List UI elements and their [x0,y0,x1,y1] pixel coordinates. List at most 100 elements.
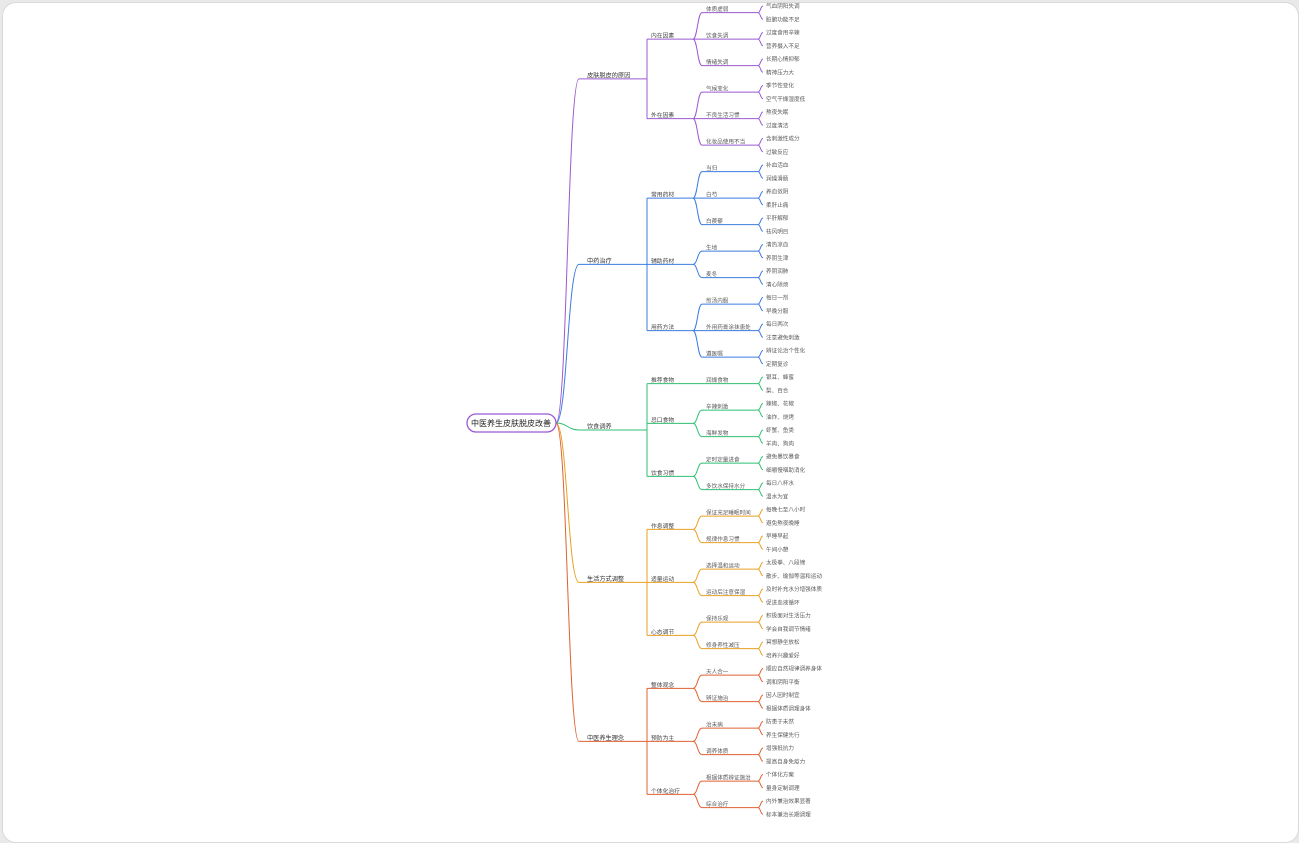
leaf-node[interactable]: 避免熬夜晚睡 [766,519,800,527]
leaf-node[interactable]: 每日两次 [766,320,789,328]
leaf-node[interactable]: 调和阴阳平衡 [766,678,800,686]
subtopic-node[interactable]: 遵医嘱 [706,350,723,358]
branch-node[interactable]: 中药治疗 [587,257,612,265]
topic-node[interactable]: 用药方法 [651,323,674,331]
subtopic-node[interactable]: 气候变化 [706,85,729,93]
topic-node[interactable]: 适量运动 [651,575,674,583]
subtopic-node[interactable]: 保持乐观 [706,615,729,623]
leaf-node[interactable]: 平肝解郁 [766,214,789,222]
leaf-node[interactable]: 量身定制调理 [766,784,800,792]
leaf-node[interactable]: 脏腑功能不足 [766,15,800,23]
leaf-node[interactable]: 养阴生津 [766,254,789,262]
leaf-node[interactable]: 熬夜失眠 [766,108,789,116]
leaf-node[interactable]: 根据体质调理身体 [766,704,811,712]
topic-node[interactable]: 外在因素 [651,111,674,119]
subtopic-node[interactable]: 外用药膏涂抹患处 [706,323,751,331]
leaf-node[interactable]: 培养兴趣爱好 [766,651,800,659]
subtopic-node[interactable]: 白蒺藜 [706,217,723,225]
leaf-node[interactable]: 因人因时制宜 [766,691,800,699]
leaf-node[interactable]: 早晚分服 [766,307,789,315]
leaf-node[interactable]: 含刺激性成分 [766,135,800,143]
topic-node[interactable]: 推荐食物 [651,376,674,384]
leaf-node[interactable]: 太极拳、八段锦 [766,559,806,567]
leaf-node[interactable]: 早睡早起 [766,532,789,540]
leaf-node[interactable]: 注意避免刺激 [766,333,800,341]
leaf-node[interactable]: 顺应自然规律调养身体 [766,665,822,673]
subtopic-node[interactable]: 选择温和运动 [706,562,740,570]
leaf-node[interactable]: 补血活血 [766,161,789,169]
subtopic-node[interactable]: 生地 [706,244,718,252]
leaf-node[interactable]: 祛风明目 [766,227,788,235]
topic-node[interactable]: 内在因素 [651,32,674,40]
leaf-node[interactable]: 过度食用辛辣 [766,29,800,37]
leaf-node[interactable]: 温水为宜 [766,492,789,500]
leaf-node[interactable]: 积极面对生活压力 [766,612,811,620]
subtopic-node[interactable]: 根据体质辨证施治 [706,774,751,782]
topic-node[interactable]: 忌口食物 [651,416,674,424]
leaf-node[interactable]: 每晚七至八小时 [766,506,806,514]
topic-node[interactable]: 个体化治疗 [651,787,680,795]
subtopic-node[interactable]: 辛辣刺激 [706,403,729,411]
subtopic-node[interactable]: 天人合一 [706,668,729,676]
leaf-node[interactable]: 提高自身免疫力 [766,757,806,765]
subtopic-node[interactable]: 辨证施治 [706,694,729,702]
subtopic-node[interactable]: 运动后注意保湿 [706,588,746,596]
branch-node[interactable]: 皮肤脱皮的原因 [587,71,630,79]
topic-node[interactable]: 饮食习惯 [651,469,674,477]
subtopic-node[interactable]: 综合治疗 [706,800,729,808]
leaf-node[interactable]: 辣椒、花椒 [766,400,794,408]
subtopic-node[interactable]: 体质虚弱 [706,5,729,13]
leaf-node[interactable]: 午间小憩 [766,545,789,553]
leaf-node[interactable]: 季节性变化 [766,82,794,90]
leaf-node[interactable]: 银耳、蜂蜜 [766,373,794,381]
leaf-node[interactable]: 避免暴饮暴食 [766,453,800,461]
leaf-node[interactable]: 养阴润肺 [766,267,789,275]
subtopic-node[interactable]: 情绪失调 [706,58,729,66]
subtopic-node[interactable]: 化妆品使用不当 [706,138,745,146]
leaf-node[interactable]: 过度清洁 [766,121,789,129]
leaf-node[interactable]: 养血敛阴 [766,188,789,196]
subtopic-node[interactable]: 麦冬 [706,270,718,278]
topic-node[interactable]: 预防为主 [651,734,674,742]
branch-node[interactable]: 生活方式调整 [587,575,624,583]
topic-node[interactable]: 作息调整 [651,522,674,530]
branch-node[interactable]: 饮食调养 [587,423,612,431]
leaf-node[interactable]: 养生保健先行 [766,731,800,739]
leaf-node[interactable]: 细嚼慢咽助消化 [766,466,806,474]
leaf-node[interactable]: 辨证论治个性化 [766,347,806,355]
leaf-node[interactable]: 虾蟹、鱼类 [766,426,794,434]
leaf-node[interactable]: 柔肝止痛 [766,201,789,209]
topic-node[interactable]: 心态调节 [651,628,674,636]
subtopic-node[interactable]: 煎汤内服 [706,297,729,305]
leaf-node[interactable]: 每日八杯水 [766,479,794,487]
subtopic-node[interactable]: 定时定量进食 [706,456,740,464]
leaf-node[interactable]: 散步、瑜伽等温和运动 [766,572,822,580]
leaf-node[interactable]: 内外兼治效果显著 [766,797,811,805]
subtopic-node[interactable]: 当归 [706,164,718,172]
leaf-node[interactable]: 及时补充水分增强体质 [766,585,822,593]
subtopic-node[interactable]: 保证充足睡眠时间 [706,509,751,517]
subtopic-node[interactable]: 修身养性减压 [706,641,740,649]
leaf-node[interactable]: 冥想静坐放松 [766,638,800,646]
subtopic-node[interactable]: 不良生活习惯 [706,111,740,119]
branch-node[interactable]: 中医养生理念 [587,734,624,742]
leaf-node[interactable]: 油炸、烧烤 [766,413,794,421]
subtopic-node[interactable]: 治未病 [706,721,723,729]
subtopic-node[interactable]: 饮食失调 [706,32,729,40]
subtopic-node[interactable]: 海鲜发物 [706,429,729,437]
leaf-node[interactable]: 气血阴阳失调 [766,3,800,10]
leaf-node[interactable]: 过敏反应 [766,148,789,156]
leaf-node[interactable]: 标本兼治长期调理 [766,810,811,818]
leaf-node[interactable]: 促进血液循环 [766,598,800,606]
leaf-node[interactable]: 定期复诊 [766,360,789,368]
leaf-node[interactable]: 增强抵抗力 [766,744,794,752]
leaf-node[interactable]: 个体化方案 [766,771,794,779]
subtopic-node[interactable]: 润燥食物 [706,376,729,384]
root-node[interactable]: 中医养生皮肤脱皮改善 [466,413,557,433]
subtopic-node[interactable]: 白芍 [706,191,718,199]
subtopic-node[interactable]: 调养体质 [706,747,729,755]
leaf-node[interactable]: 精神压力大 [766,68,794,76]
leaf-node[interactable]: 梨、百合 [766,386,789,394]
leaf-node[interactable]: 营养摄入不足 [766,42,800,50]
subtopic-node[interactable]: 多饮水保持水分 [706,482,746,490]
